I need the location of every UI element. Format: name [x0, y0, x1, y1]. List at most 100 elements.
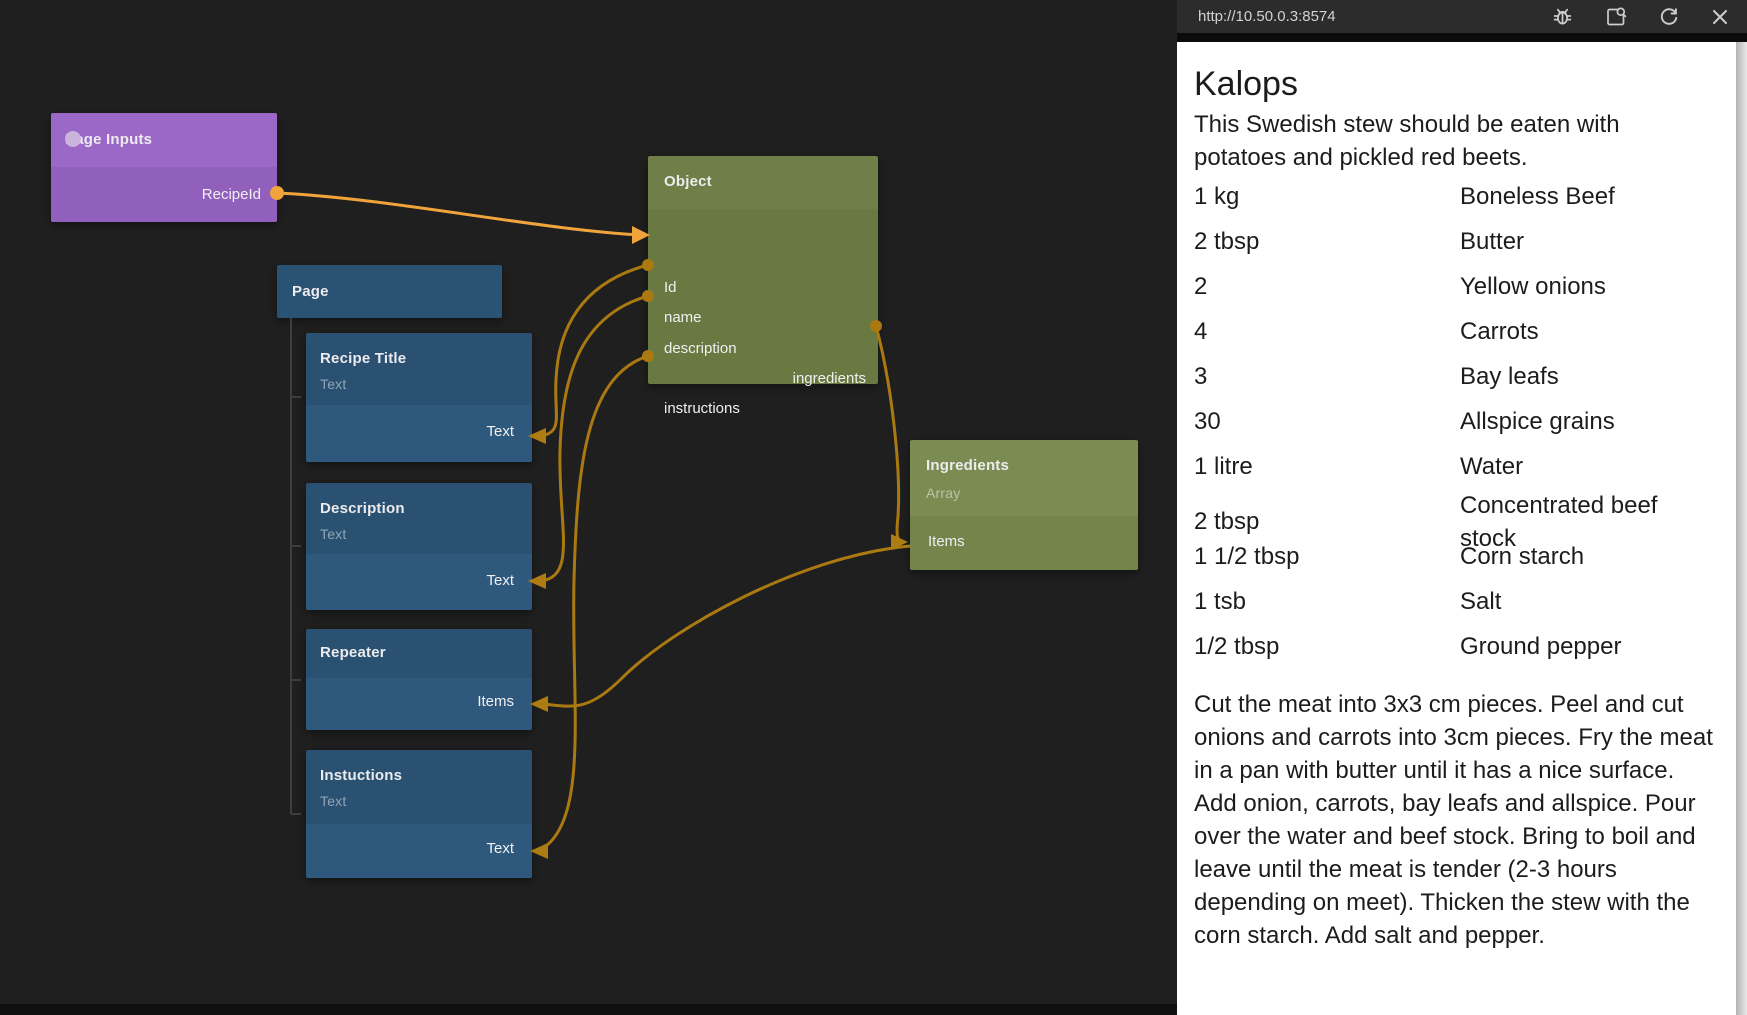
node-description[interactable]: Description Text Text	[306, 483, 532, 610]
node-page[interactable]: Page	[277, 265, 502, 318]
node-status-dot	[65, 131, 81, 147]
connection-name-to-recipetitle[interactable]	[539, 263, 649, 438]
node-title: Page Inputs	[65, 131, 153, 148]
node-page-inputs[interactable]: Page Inputs RecipeId	[51, 113, 277, 222]
connection-ingredients-to-array[interactable]	[874, 325, 903, 544]
toolbar-divider	[1177, 33, 1747, 42]
ingredient-row: 2 Yellow onions	[1194, 264, 1721, 309]
node-body: Text	[306, 554, 532, 610]
ingredient-quantity: 2 tbsp	[1194, 508, 1260, 535]
node-header: Ingredients Array	[910, 440, 1138, 516]
recipe-description: This Swedish stew should be eaten with p…	[1194, 111, 1620, 171]
ingredient-name: Yellow onions	[1460, 273, 1606, 300]
port-text[interactable]: Text	[486, 840, 514, 857]
node-title: Recipe Title	[320, 350, 407, 367]
port-ingredients[interactable]: ingredients	[792, 370, 866, 387]
port-text[interactable]: Text	[486, 423, 514, 440]
port-items[interactable]: Items	[477, 693, 514, 710]
ingredient-quantity: 1 kg	[1194, 182, 1240, 210]
node-header: Page Inputs	[51, 113, 277, 167]
ingredient-quantity: 1/2 tbsp	[1194, 632, 1280, 660]
node-body: RecipeId	[51, 167, 277, 222]
node-body: Id name description ingredients instruct…	[648, 209, 878, 417]
node-body: Text	[306, 824, 532, 878]
node-subtitle: Text	[320, 376, 347, 392]
port-id[interactable]: Id	[664, 279, 677, 296]
ingredient-quantity: 3	[1194, 362, 1208, 390]
node-editor-canvas[interactable]: Page Inputs RecipeId Page Recipe Title T…	[0, 0, 1177, 1015]
node-ingredients-array[interactable]: Ingredients Array Items	[910, 440, 1138, 570]
node-recipe-title[interactable]: Recipe Title Text Text	[306, 333, 532, 462]
port-instructions[interactable]: instructions	[664, 400, 740, 417]
node-title: Repeater	[320, 644, 386, 661]
node-header: Instuctions Text	[306, 750, 532, 824]
node-header: Recipe Title Text	[306, 333, 532, 405]
connection-instructions-to-instuctions[interactable]	[541, 354, 649, 851]
port-text[interactable]: Text	[486, 572, 514, 589]
node-body: Text	[306, 405, 532, 462]
ingredient-name: Concentrated beef stock	[1460, 492, 1658, 552]
scrollbar[interactable]	[1736, 42, 1747, 1015]
canvas-bottom-edge	[0, 1004, 1177, 1015]
open-in-browser-icon[interactable]	[1604, 5, 1628, 29]
node-title: Description	[320, 500, 405, 517]
ingredient-quantity: 4	[1194, 317, 1208, 345]
node-body: Items	[306, 678, 532, 730]
ingredient-row: 2 tbsp Butter	[1194, 219, 1721, 264]
connection-array-to-repeater-items[interactable]	[543, 544, 911, 708]
ingredient-name: Allspice grains	[1460, 408, 1615, 435]
node-repeater[interactable]: Repeater Items	[306, 629, 532, 730]
recipe-title: Kalops	[1194, 65, 1298, 103]
close-icon[interactable]	[1710, 7, 1730, 27]
node-header: Object	[648, 156, 878, 209]
ingredient-quantity: 30	[1194, 407, 1221, 435]
ingredient-quantity: 1 litre	[1194, 452, 1253, 480]
node-header: Description Text	[306, 483, 532, 554]
ingredient-name: Carrots	[1460, 318, 1539, 345]
node-object[interactable]: Object Id name description ingredients i…	[648, 156, 878, 417]
preview-webview: Kalops This Swedish stew should be eaten…	[1177, 42, 1747, 1015]
ingredient-name: Corn starch	[1460, 543, 1585, 570]
ingredient-name: Bay leafs	[1460, 363, 1559, 390]
node-subtitle: Text	[320, 793, 347, 809]
port-name[interactable]: name	[664, 309, 702, 326]
recipe-instructions: Cut the meat into 3x3 cm pieces. Peel an…	[1194, 691, 1713, 949]
ingredient-quantity: 1 tsb	[1194, 587, 1247, 615]
ingredient-name: Butter	[1460, 228, 1525, 255]
connection-recipeid-to-object-id[interactable]	[276, 191, 643, 237]
preview-toolbar: http://10.50.0.3:8574	[1177, 0, 1747, 33]
node-title: Page	[292, 283, 329, 300]
ingredient-row: 1 litre Water	[1194, 444, 1721, 489]
ingredient-row: 1 1/2 tbsp Corn starch	[1194, 534, 1721, 579]
preview-panel: http://10.50.0.3:8574	[1177, 0, 1747, 1015]
node-body: Items	[910, 516, 1138, 570]
ingredient-row: 4 Carrots	[1194, 309, 1721, 354]
tree-connector-lines	[290, 318, 301, 815]
ingredient-row: 30 Allspice grains	[1194, 399, 1721, 444]
ingredient-quantity: 2 tbsp	[1194, 227, 1260, 255]
ingredient-quantity: 1 1/2 tbsp	[1194, 542, 1300, 570]
node-subtitle: Text	[320, 526, 347, 542]
port-recipeid[interactable]: RecipeId	[201, 186, 261, 203]
ingredient-row: 3 Bay leafs	[1194, 354, 1721, 399]
connection-description-to-description[interactable]	[539, 294, 649, 583]
ingredient-name: Boneless Beef	[1460, 183, 1615, 210]
ingredient-row: 1 kg Boneless Beef	[1194, 174, 1721, 219]
node-subtitle: Array	[926, 485, 961, 501]
ingredient-list: 1 kg Boneless Beef 2 tbsp Butter 2 Yellow oni…	[1194, 174, 1721, 669]
port-description[interactable]: description	[664, 340, 737, 357]
node-title: Ingredients	[926, 457, 1010, 474]
debug-bug-icon[interactable]	[1551, 5, 1574, 28]
ingredient-quantity: 2	[1194, 272, 1208, 300]
node-instuctions[interactable]: Instuctions Text Text	[306, 750, 532, 878]
node-title: Object	[664, 173, 712, 190]
refresh-icon[interactable]	[1658, 6, 1680, 28]
ingredient-name: Water	[1460, 453, 1524, 480]
port-items[interactable]: Items	[928, 533, 965, 550]
ingredient-row: 1/2 tbsp Ground pepper	[1194, 624, 1721, 669]
ingredient-name: Salt	[1460, 588, 1502, 615]
ingredient-name: Ground pepper	[1460, 633, 1622, 660]
url-display: http://10.50.0.3:8574	[1198, 8, 1336, 25]
ingredient-row: 1 tsb Salt	[1194, 579, 1721, 624]
